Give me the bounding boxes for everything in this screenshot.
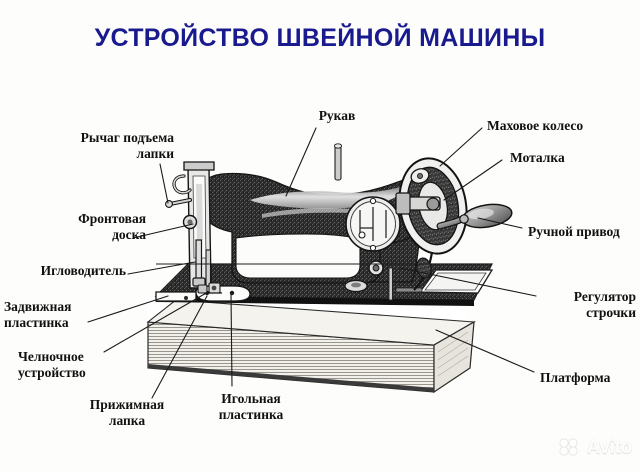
- label-needle-bar: Игловодитель: [40, 263, 126, 278]
- label-arm: Рукав: [318, 108, 356, 123]
- label-hand-drive: Ручной привод: [528, 224, 620, 239]
- label-platform: Платформа: [540, 370, 611, 385]
- label-hand-wheel: Маховое колесо: [487, 118, 584, 133]
- wooden-base: [146, 288, 486, 394]
- page-title: УСТРОЙСТВО ШВЕЙНОЙ МАШИНЫ: [94, 24, 546, 52]
- label-needle-plate: Игольная пластинка: [218, 391, 284, 422]
- label-presser-lift-lever: Рычаг подъема лапки: [80, 130, 174, 161]
- label-presser-foot: Прижимная лапка: [89, 397, 165, 428]
- label-shuttle-device: Челночное устройство: [18, 349, 86, 380]
- label-bobbin-winder: Моталка: [510, 150, 565, 165]
- machine-body: [195, 143, 435, 301]
- label-slide-plate: Задвижная пластинка: [4, 299, 72, 330]
- label-stitch-regulator: Регулятор строчки: [573, 289, 636, 320]
- label-front-board: Фронтовая доска: [78, 211, 146, 242]
